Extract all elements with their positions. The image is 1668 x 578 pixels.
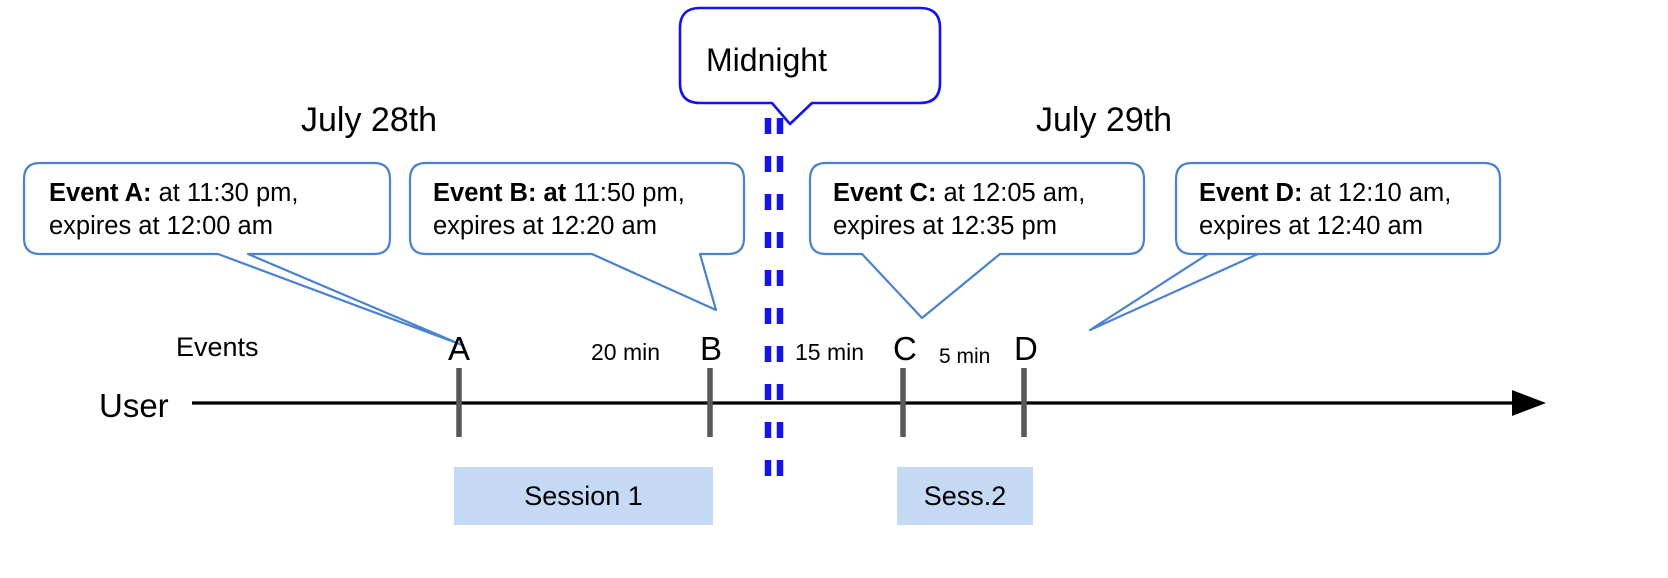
event-c-line1-rest: at 12:05 am, bbox=[936, 179, 1086, 207]
event-a-line1-rest: at 11:30 pm, bbox=[151, 179, 299, 207]
event-d-line2: expires at 12:40 am bbox=[1199, 212, 1423, 241]
event-c-callout-text: Event C: at 12:05 am, expires at 12:35 p… bbox=[833, 177, 1085, 243]
event-a-callout-text: Event A: at 11:30 pm, expires at 12:00 a… bbox=[49, 177, 298, 243]
gap-label-a-to-b: 20 min bbox=[591, 339, 661, 365]
event-b-line1-rest: 11:50 pm, bbox=[566, 179, 685, 207]
event-d-callout-text: Event D: at 12:10 am, expires at 12:40 a… bbox=[1199, 177, 1451, 243]
event-c-bold: Event C: bbox=[833, 179, 937, 207]
event-a-line2: expires at 12:00 am bbox=[49, 212, 273, 241]
marker-label-d: D bbox=[1014, 330, 1038, 367]
session-box-1: Session 1 bbox=[454, 467, 713, 525]
marker-label-b: B bbox=[700, 330, 723, 367]
midnight-callout-label: Midnight bbox=[706, 42, 827, 78]
gap-label-c-to-d: 5 min bbox=[939, 345, 991, 368]
midnight-dashed-line bbox=[764, 118, 784, 478]
event-b-callout-text: Event B: at 11:50 pm, expires at 12:20 a… bbox=[433, 177, 685, 243]
event-d-bold: Event D: bbox=[1199, 179, 1303, 207]
user-row-label: User bbox=[99, 387, 169, 424]
events-row-label: Events bbox=[176, 332, 259, 362]
date-label-july-28: July 28th bbox=[301, 101, 438, 139]
marker-label-a: A bbox=[448, 330, 471, 367]
event-b-line2: expires at 12:20 am bbox=[433, 212, 657, 241]
session-2-label: Sess.2 bbox=[923, 481, 1007, 511]
gap-label-b-to-c: 15 min bbox=[795, 339, 865, 365]
event-d-line1-rest: at 12:10 am, bbox=[1302, 179, 1452, 207]
timeline-axis bbox=[192, 390, 1546, 416]
marker-label-c: C bbox=[893, 330, 917, 367]
event-a-bold: Event A: bbox=[49, 179, 152, 207]
session-box-2: Sess.2 bbox=[897, 467, 1033, 525]
date-label-july-29: July 29th bbox=[1036, 101, 1173, 139]
session-1-label: Session 1 bbox=[524, 481, 643, 511]
event-c-line2: expires at 12:35 pm bbox=[833, 212, 1057, 241]
axis-tick-marks bbox=[456, 368, 1027, 437]
event-b-bold: Event B: at bbox=[433, 179, 567, 207]
